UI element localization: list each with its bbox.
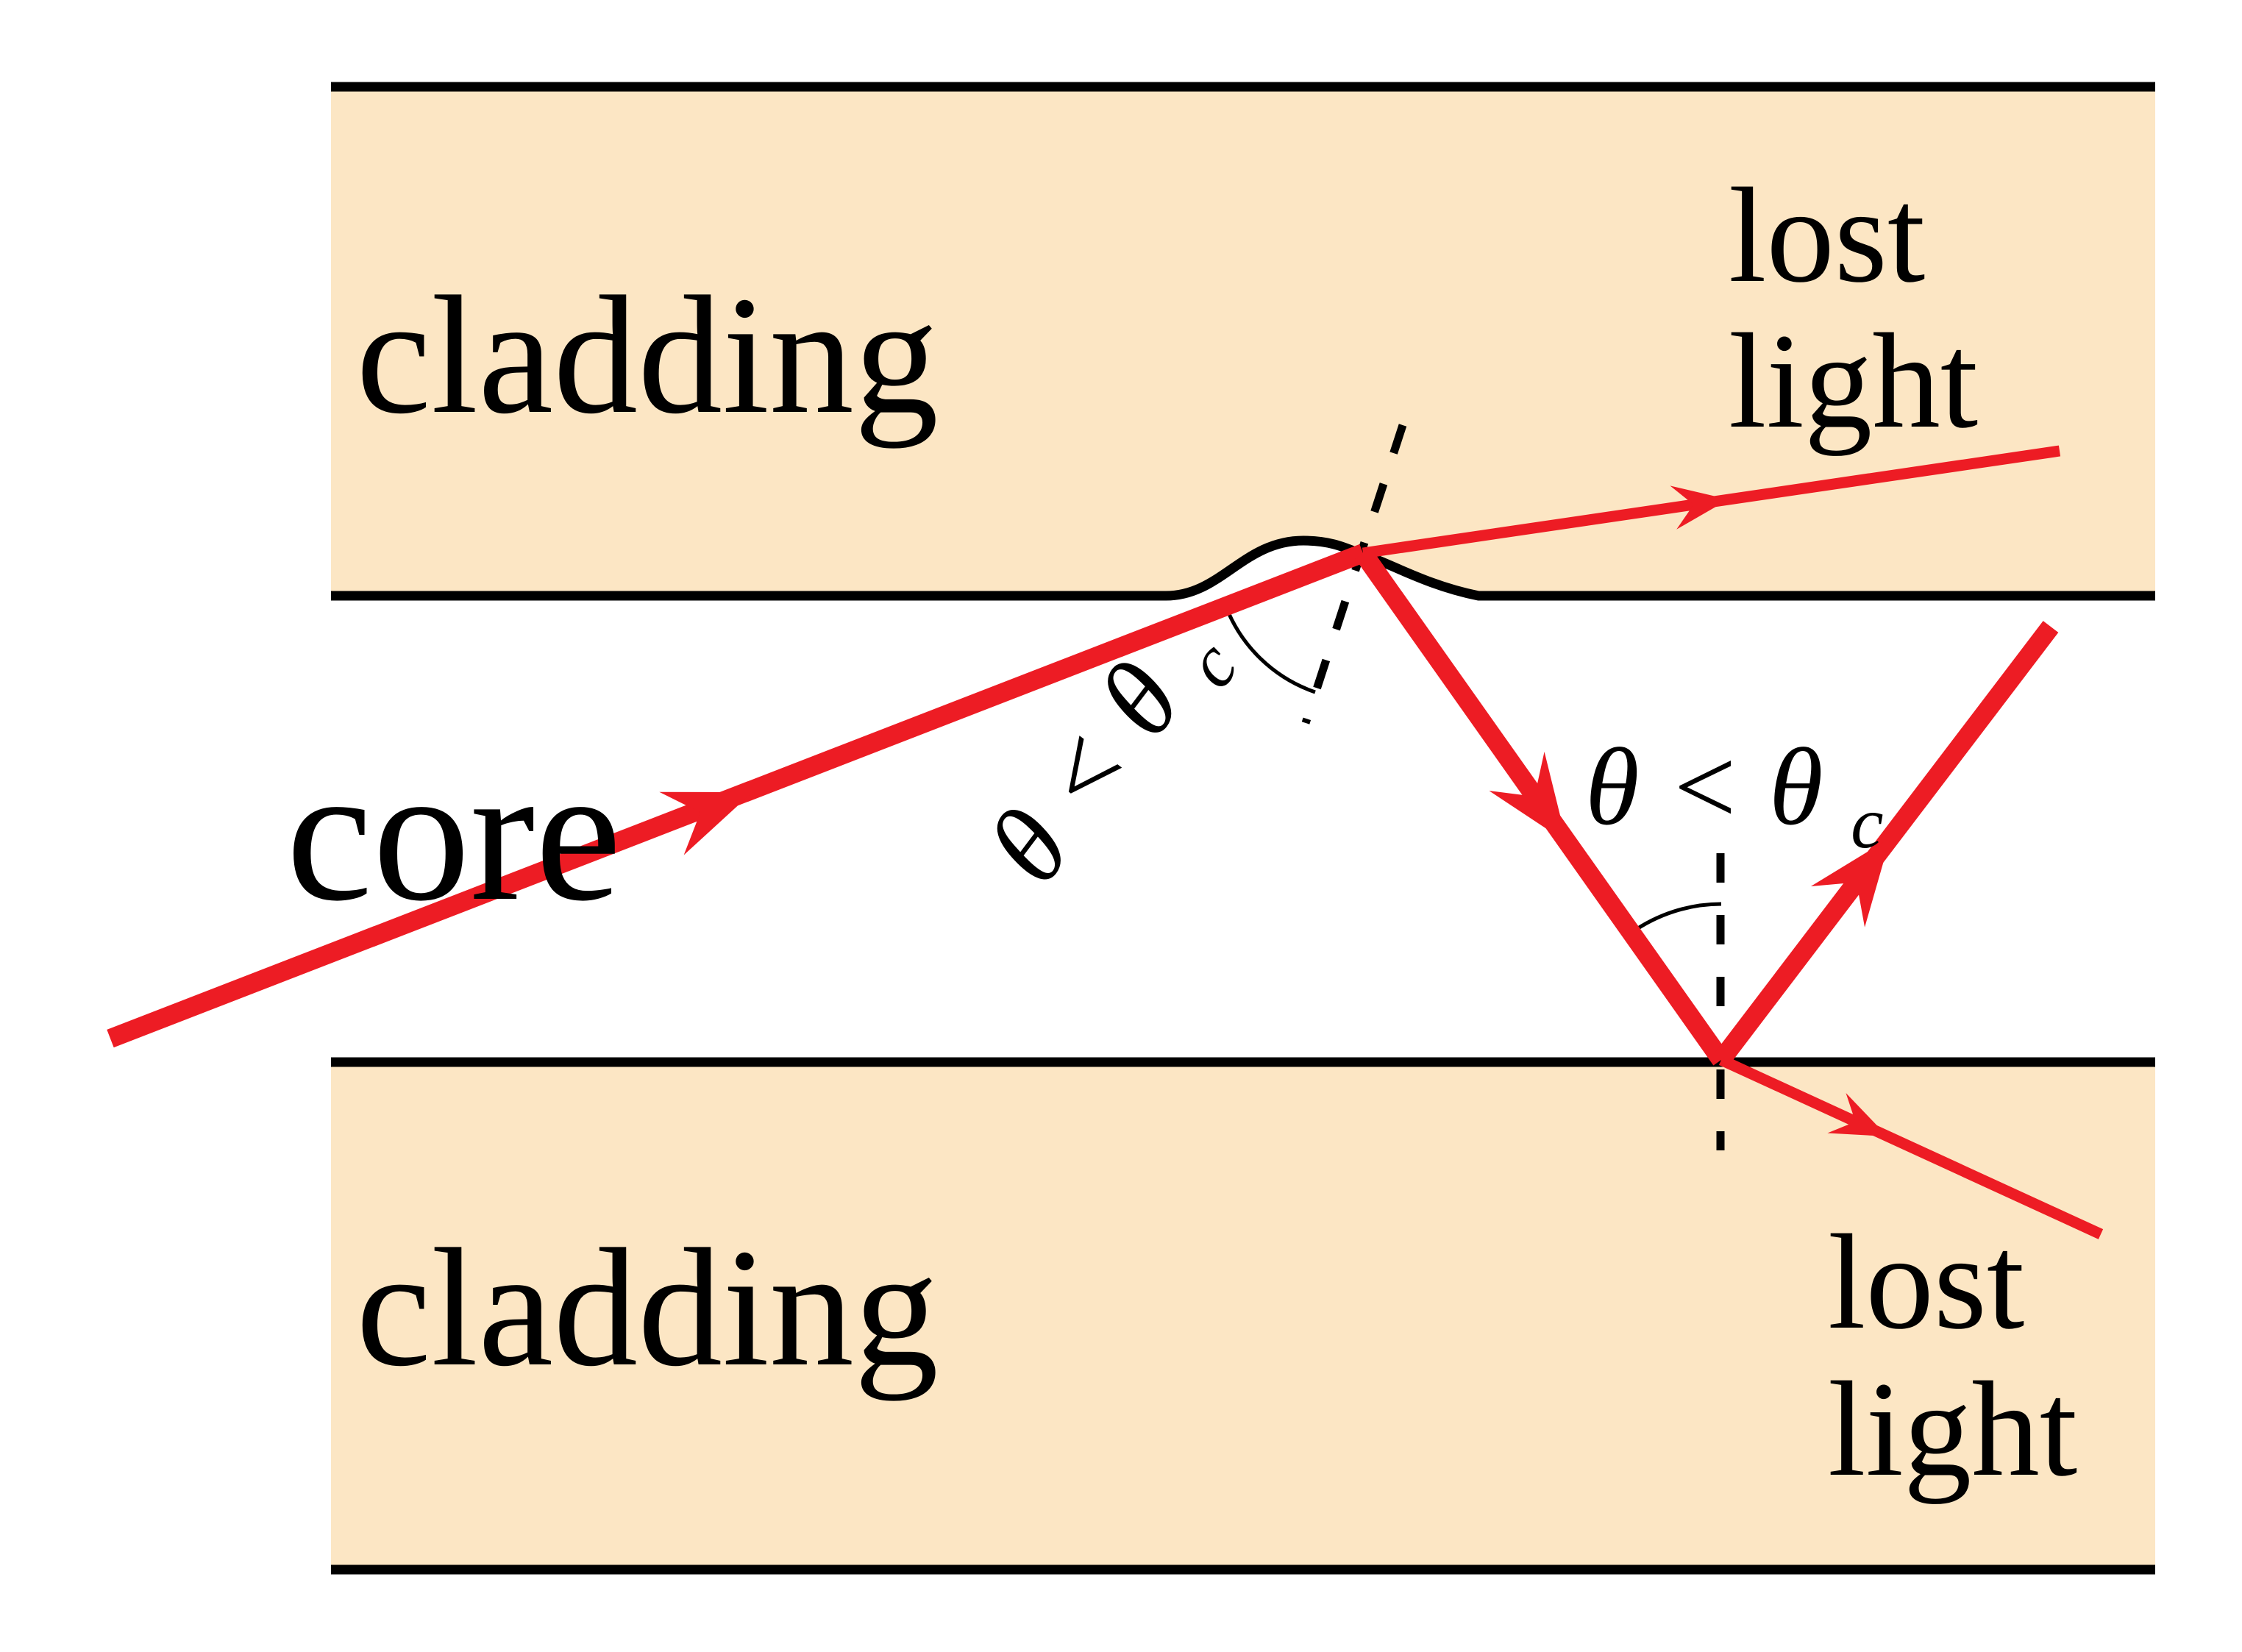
- incident-ray-arrowhead: [659, 791, 752, 855]
- angle-arc-at-bump: [1223, 605, 1316, 694]
- label-angle-condition-lower-subscript: c: [1851, 782, 1883, 864]
- refracted-lost-ray-bottom-arrowhead: [1827, 1092, 1887, 1136]
- label-lost-light-bottom-line1: lost: [1828, 1207, 2024, 1358]
- label-lost-light-top: lost light: [1729, 160, 1978, 457]
- refracted-lost-ray-bottom: [1718, 1055, 2104, 1239]
- upper-interface-with-bump: [331, 535, 2155, 601]
- label-cladding-bottom: cladding: [356, 1214, 939, 1401]
- angle-arc-at-lower-interface: [1630, 902, 1722, 935]
- label-lost-light-top-line1: lost: [1729, 160, 1925, 311]
- reflected-ray-downward-arrowhead: [1489, 752, 1567, 842]
- label-lost-light-bottom: lost light: [1828, 1207, 2077, 1505]
- label-angle-condition-lower: θ < θ c: [1585, 726, 1883, 864]
- normal-dashed-line-at-bump: [1301, 424, 1407, 724]
- refracted-lost-ray-top-arrowhead: [1670, 485, 1729, 530]
- label-lost-light-bottom-line2: light: [1828, 1354, 2077, 1505]
- label-angle-condition-lower-expression: θ < θ: [1585, 726, 1823, 848]
- bottom-cladding-region: [331, 1062, 2155, 1570]
- top-cladding-region: [331, 91, 2155, 596]
- reflected-ray-upward-arrowhead: [1810, 838, 1890, 928]
- label-core: core: [286, 726, 622, 941]
- label-lost-light-top-line2: light: [1729, 306, 1978, 457]
- label-cladding-top: cladding: [356, 261, 939, 449]
